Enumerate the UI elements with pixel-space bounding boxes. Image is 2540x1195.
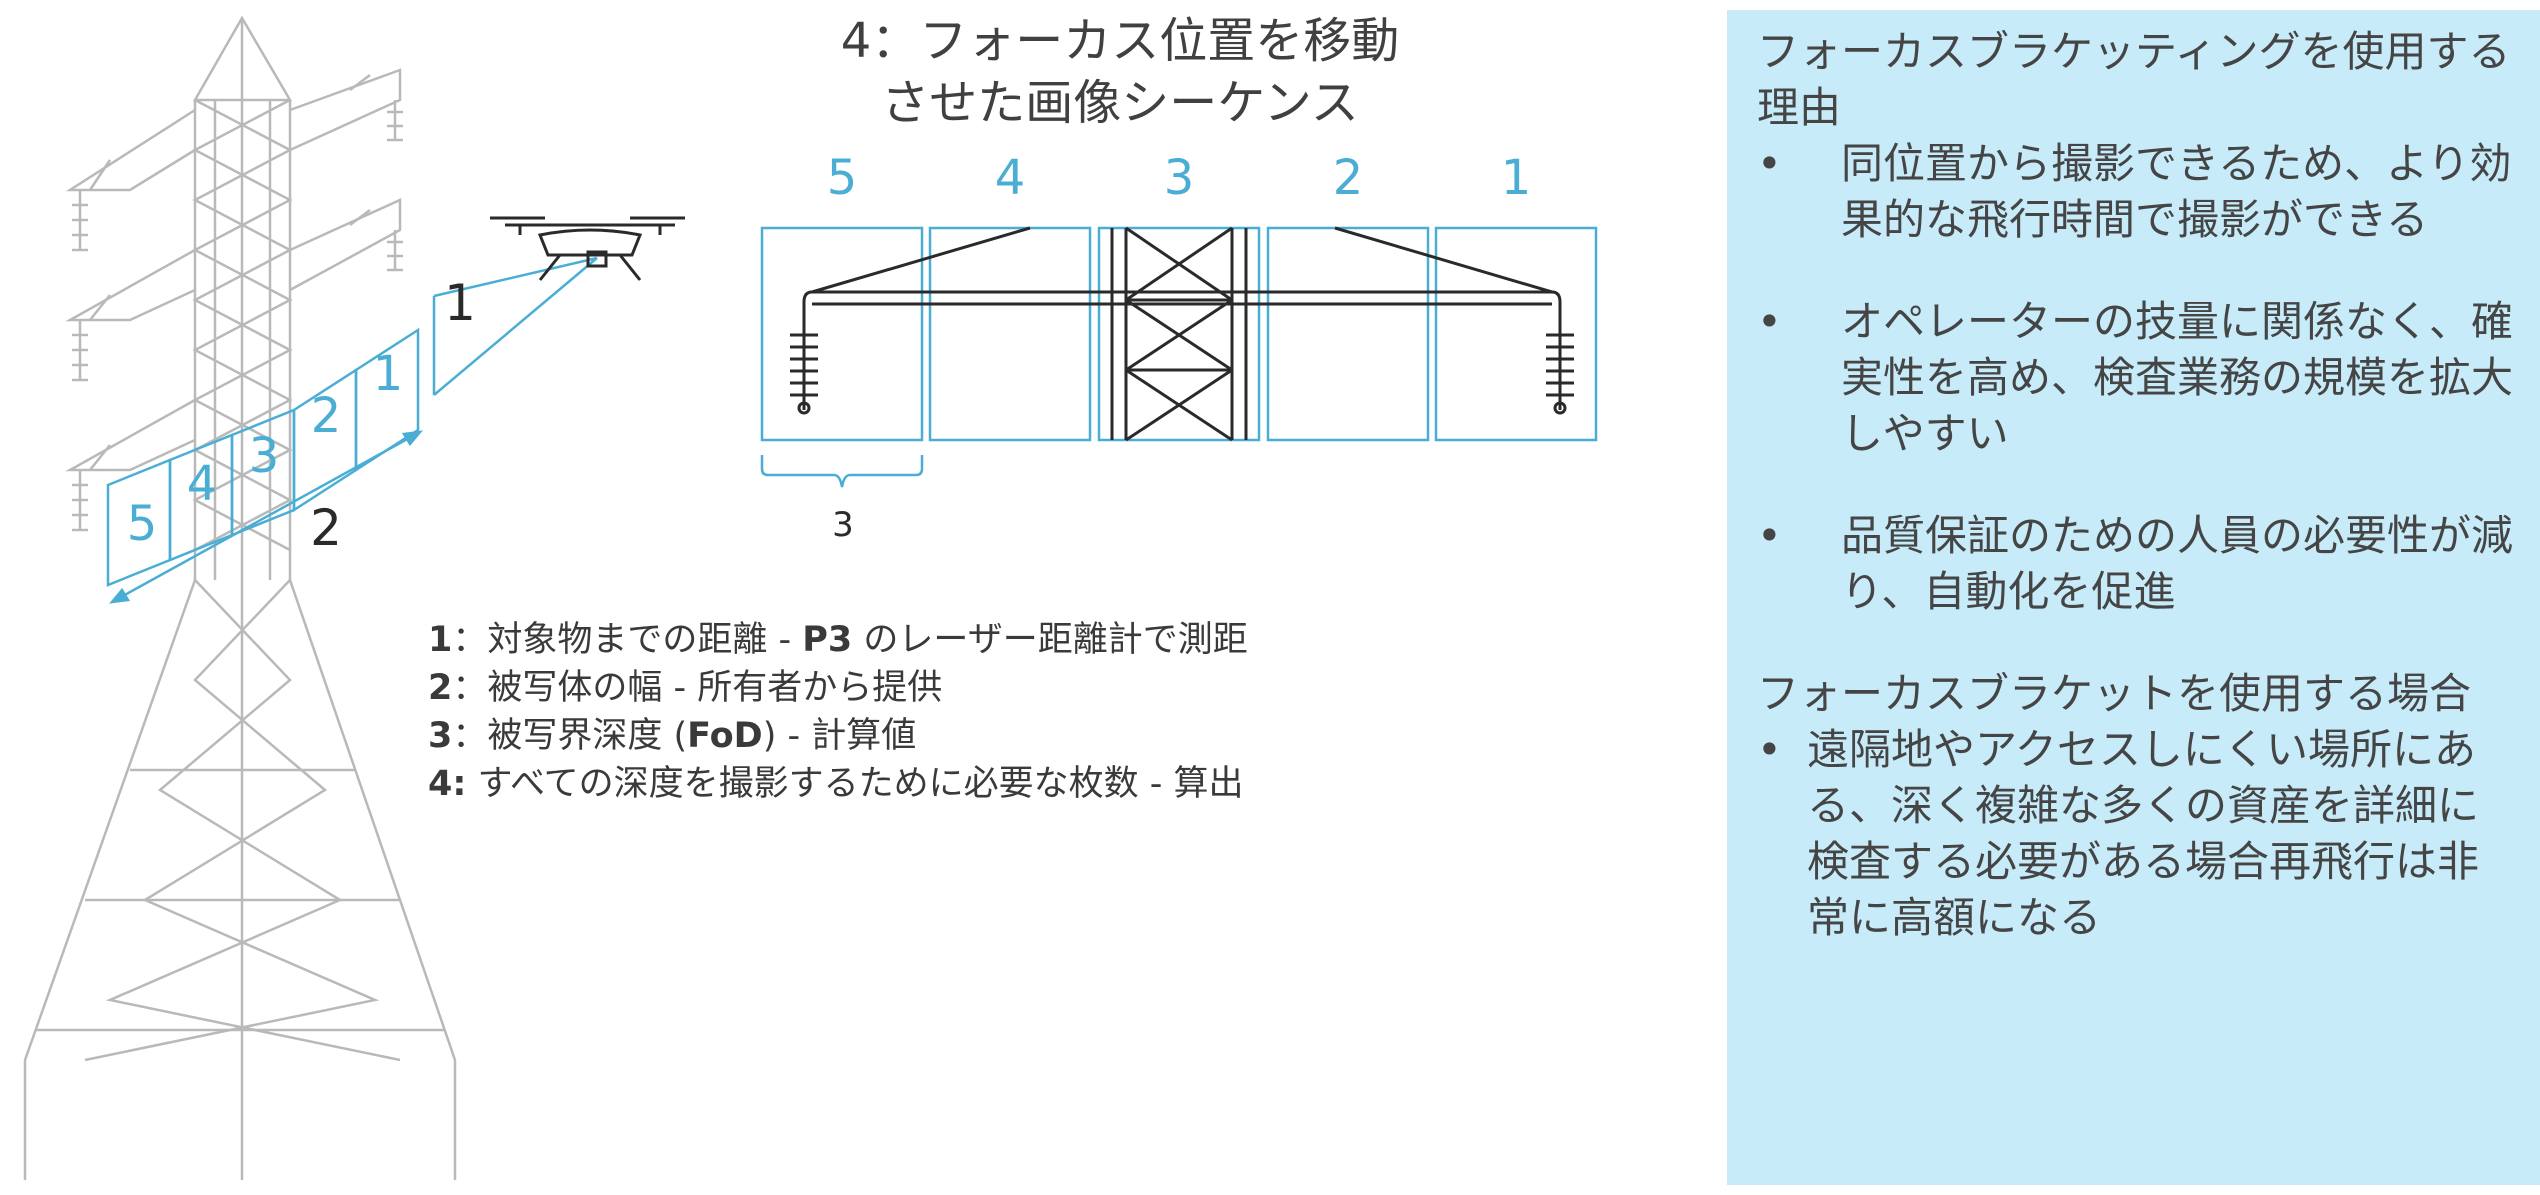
width-label: 2	[310, 499, 342, 557]
tower-frame-label: 3	[249, 428, 280, 484]
list-item: • 同位置から撮影できるため、より効果的な飛行時間で撮影ができる	[1757, 136, 2520, 248]
drone-icon	[490, 216, 685, 281]
sequence-frame-label: 5	[826, 150, 858, 206]
sequence-frame-label: 2	[1332, 150, 1364, 206]
sequence-frame-label: 1	[1500, 150, 1532, 206]
list-item-text: 遠隔地やアクセスしにくい場所にある、深く複雑な多くの資産を詳細に検査する必要があ…	[1807, 725, 2480, 942]
crossarm-illustration	[790, 226, 1574, 442]
distance-label: 1	[444, 274, 476, 332]
sequence-title-line: 4：フォーカス位置を移動	[840, 13, 1400, 69]
cases-heading: フォーカスブラケットを使用する場合	[1757, 669, 2472, 718]
bullet-icon: •	[1757, 511, 1782, 560]
bullet-icon: •	[1757, 297, 1782, 346]
sequence-frame-label: 4	[994, 150, 1026, 206]
list-item: • 遠隔地やアクセスしにくい場所にある、深く複雑な多くの資産を詳細に検査する必要が…	[1757, 722, 2520, 946]
legend-key: 2	[428, 668, 453, 708]
legend-row: 3：被写界深度 (FoD) - 計算値	[428, 712, 1248, 760]
legend: 1：対象物までの距離 - P3 のレーザー距離計で測距 2：被写体の幅 - 所有…	[428, 616, 1248, 808]
legend-key: 4:	[428, 764, 467, 804]
legend-text: すべての深度を撮影するために必要な枚数 - 算出	[466, 764, 1244, 804]
legend-bold: FoD	[687, 716, 763, 756]
sequence-title-line: させた画像シーケンス	[881, 75, 1359, 131]
tower-frame-label: 4	[187, 456, 218, 512]
list-item-text: 品質保証のための人員の必要性が減り、自動化を促進	[1841, 511, 2514, 616]
legend-key: 3	[428, 716, 453, 756]
legend-row: 1：対象物までの距離 - P3 のレーザー距離計で測距	[428, 616, 1248, 664]
sequence-frame-label: 3	[1163, 150, 1195, 206]
list-item-text: オペレーターの技量に関係なく、確実性を高め、検査業務の規模を拡大しやすい	[1841, 297, 2514, 458]
list-item-text: 同位置から撮影できるため、より効果的な飛行時間で撮影ができる	[1841, 139, 2512, 244]
list-item: • オペレーターの技量に関係なく、確実性を高め、検査業務の規模を拡大しやすい	[1757, 294, 2520, 462]
legend-row: 2：被写体の幅 - 所有者から提供	[428, 664, 1248, 712]
tower-frame-label: 5	[127, 496, 158, 552]
reasons-heading: フォーカスブラケッティングを使用する理由	[1757, 27, 2511, 132]
bullet-icon: •	[1757, 725, 1782, 774]
info-panel: フォーカスブラケッティングを使用する理由 • 同位置から撮影できるため、より効果的…	[1727, 10, 2540, 1185]
list-item: • 品質保証のための人員の必要性が減り、自動化を促進	[1757, 508, 2520, 620]
reasons-list: • 同位置から撮影できるため、より効果的な飛行時間で撮影ができる • オペレーターの…	[1757, 136, 2520, 620]
tower-frame-label: 1	[373, 346, 404, 402]
cases-list: • 遠隔地やアクセスしにくい場所にある、深く複雑な多くの資産を詳細に検査する必要が…	[1757, 722, 2520, 946]
focus-bracketing-diagram: 5 4 3 2 1 1 2 3 4：フォーカス位置を移動 させた画像シーケンス …	[23, 10, 1598, 1180]
legend-text: ) - 計算値	[762, 716, 917, 756]
legend-text: のレーザー距離計で測距	[852, 620, 1248, 660]
tower-illustration: 5 4 3 2 1 1 2 3	[23, 15, 1598, 1180]
transmission-tower	[23, 15, 457, 1180]
legend-row: 4: すべての深度を撮影するために必要な枚数 - 算出	[428, 760, 1248, 808]
legend-text: ：被写体の幅 - 所有者から提供	[452, 668, 943, 708]
sequence-title: 4：フォーカス位置を移動 させた画像シーケンス	[780, 10, 1460, 134]
legend-text: ：被写界深度 (	[452, 716, 688, 756]
legend-key: 1	[428, 620, 453, 660]
bullet-icon: •	[1757, 139, 1782, 188]
dof-frames	[106, 256, 598, 604]
fod-label: 3	[832, 505, 854, 545]
legend-bold: P3	[802, 620, 853, 660]
legend-text: ：対象物までの距離 -	[452, 620, 803, 660]
tower-frame-label: 2	[311, 388, 342, 444]
sequence-frames	[760, 226, 1598, 488]
